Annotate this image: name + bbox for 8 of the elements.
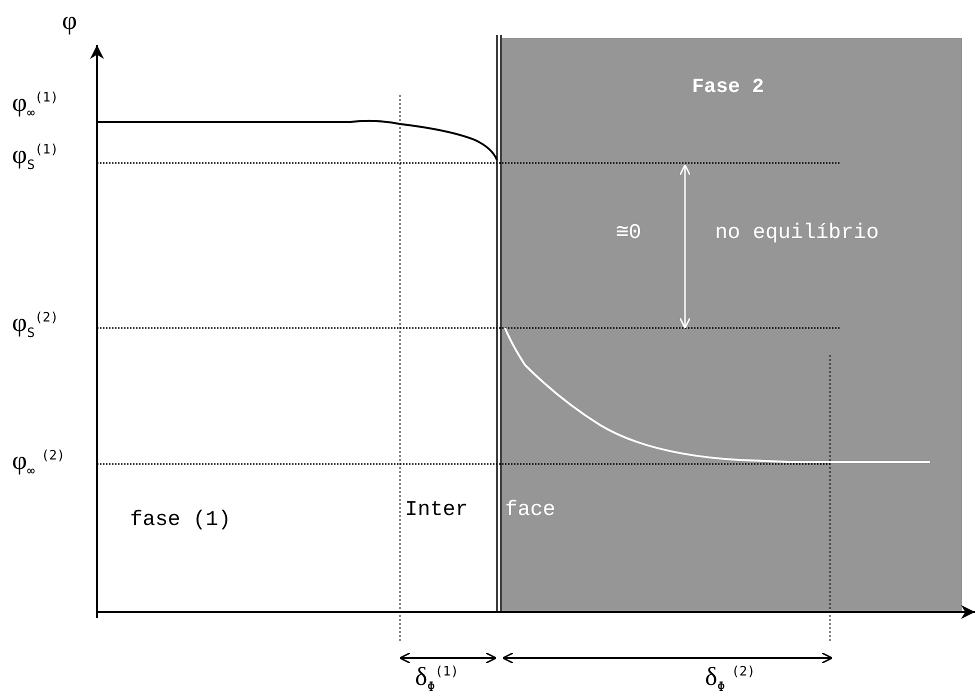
region-label: Inter (405, 500, 468, 521)
region-label: fase (1) (130, 510, 231, 531)
region-label: face (505, 500, 556, 521)
axis-label: φ (62, 8, 78, 34)
region-label: no equilíbrio (715, 223, 879, 244)
phase-region (502, 38, 962, 611)
difference-label: ≅0 (616, 223, 642, 244)
region-title: Fase 2 (692, 76, 764, 99)
